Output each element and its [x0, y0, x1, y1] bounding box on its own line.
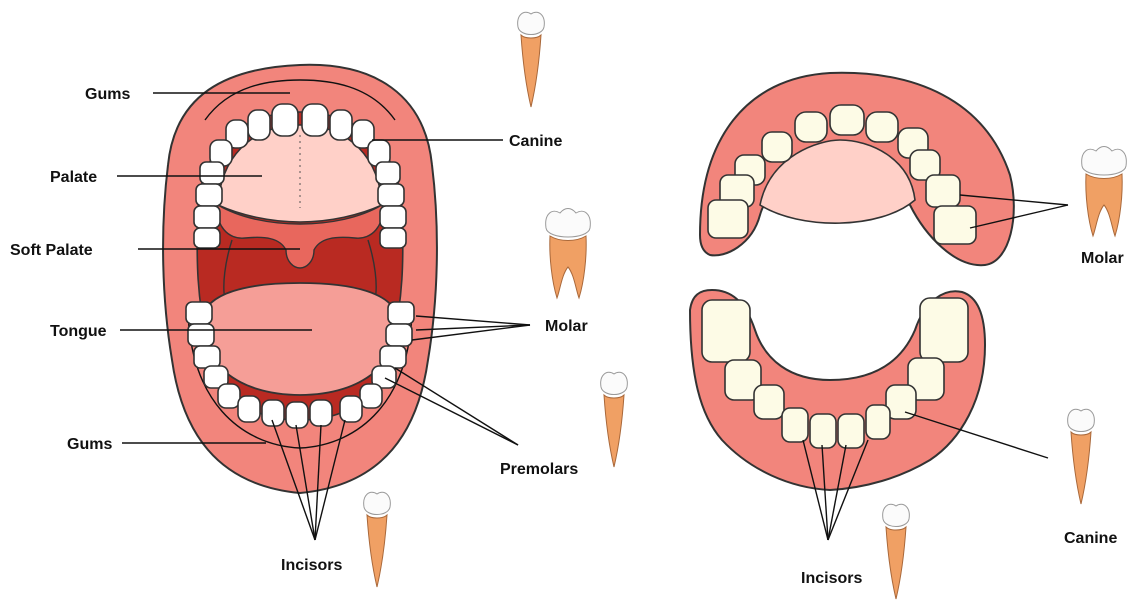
label-premolars: Premolars — [500, 461, 578, 478]
label-canine-left: Canine — [509, 133, 562, 150]
label-palate: Palate — [50, 169, 97, 186]
label-incisors-right: Incisors — [801, 570, 862, 587]
canine-tooth-icon-right — [1068, 409, 1095, 504]
incisor-tooth-icon-right — [883, 504, 910, 599]
molar-tooth-icon — [546, 209, 591, 299]
lower-dental-arch — [690, 290, 985, 490]
premolar-tooth-icon — [601, 372, 628, 467]
label-molar-right: Molar — [1081, 250, 1124, 267]
label-gums-bottom: Gums — [67, 436, 112, 453]
incisor-tooth-icon — [364, 492, 391, 587]
upper-dental-arch — [700, 73, 1014, 265]
molar-tooth-icon-right — [1082, 147, 1127, 237]
label-incisors-left: Incisors — [281, 557, 342, 574]
canine-tooth-icon — [518, 12, 545, 107]
label-canine-right: Canine — [1064, 530, 1117, 547]
label-gums-top: Gums — [85, 86, 130, 103]
label-tongue: Tongue — [50, 323, 107, 340]
open-mouth-illustration — [163, 65, 437, 493]
label-molar-left: Molar — [545, 318, 588, 335]
label-soft-palate: Soft Palate — [10, 242, 93, 259]
